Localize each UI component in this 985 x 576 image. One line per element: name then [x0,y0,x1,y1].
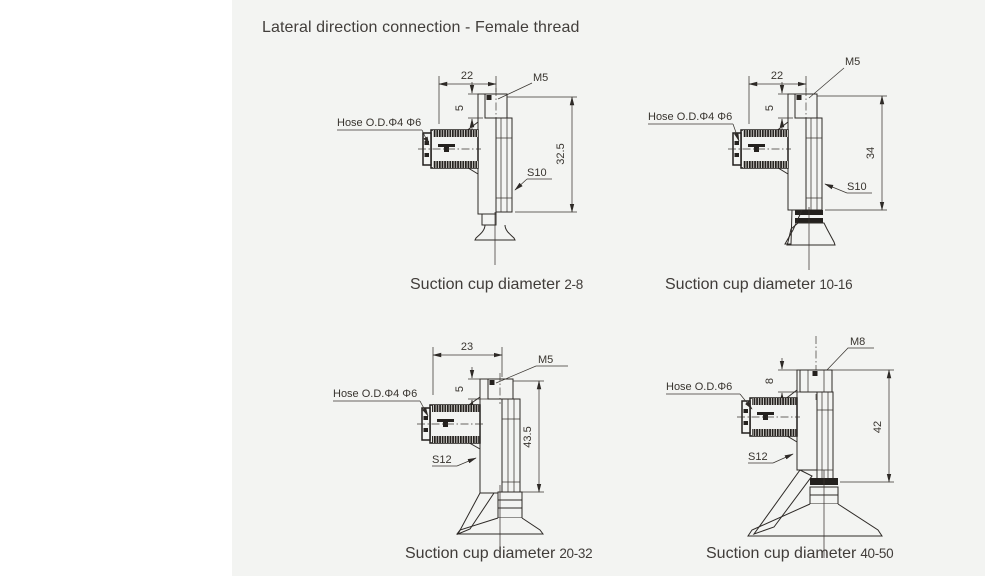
dim-width: 23 [461,341,473,353]
hex-size-label: S10 [527,167,547,179]
caption-text: Suction cup diameter [410,276,561,293]
hose-label: Hose O.D.Φ6 [666,381,732,393]
dim-width: 22 [771,70,783,82]
dim-height: 34 [865,147,877,159]
figure-40-50-drawing: M8 8 42 S12 Hose O.D.Φ6 [666,336,894,558]
hose-label: Hose O.D.Φ4 Φ6 [337,117,421,129]
figure-2-8-drawing: 22 5 M5 32.5 S10 Hose O.D.Φ4 Φ6 [337,70,577,265]
thread-label: M8 [850,336,865,348]
dim-thread-depth: 5 [764,105,776,111]
thread-label: M5 [533,72,548,84]
caption-text: Suction cup diameter [665,276,816,293]
dim-width: 22 [461,70,473,82]
dim-thread-depth: 8 [764,378,776,384]
page-title: Lateral direction connection - Female th… [262,19,580,36]
caption-range: 10-16 [819,277,853,292]
hex-size-label: S10 [847,181,867,193]
caption-text: Suction cup diameter [405,545,556,562]
hex-size-label: S12 [748,451,768,463]
caption-range: 40-50 [860,546,894,561]
dim-height: 42 [872,421,884,433]
dim-thread-depth: 5 [454,105,466,111]
figure-10-16-drawing: 22 5 M5 34 S10 Hose O.D.Φ4 Φ6 [648,56,887,270]
dim-height: 43.5 [522,426,534,447]
caption-range: 2-8 [564,277,583,292]
hex-size-label: S12 [432,454,452,466]
thread-label: M5 [538,354,553,366]
caption-range: 20-32 [559,546,593,561]
hose-label: Hose O.D.Φ4 Φ6 [648,111,732,123]
hose-label: Hose O.D.Φ4 Φ6 [333,388,417,400]
caption-text: Suction cup diameter [706,545,857,562]
dim-height: 32.5 [555,143,567,164]
thread-label: M5 [845,56,860,68]
figure-20-32-drawing: 23 5 M5 43.5 S12 Hose O.D.Φ4 Φ6 [333,341,568,547]
dim-thread-depth: 5 [454,386,466,392]
